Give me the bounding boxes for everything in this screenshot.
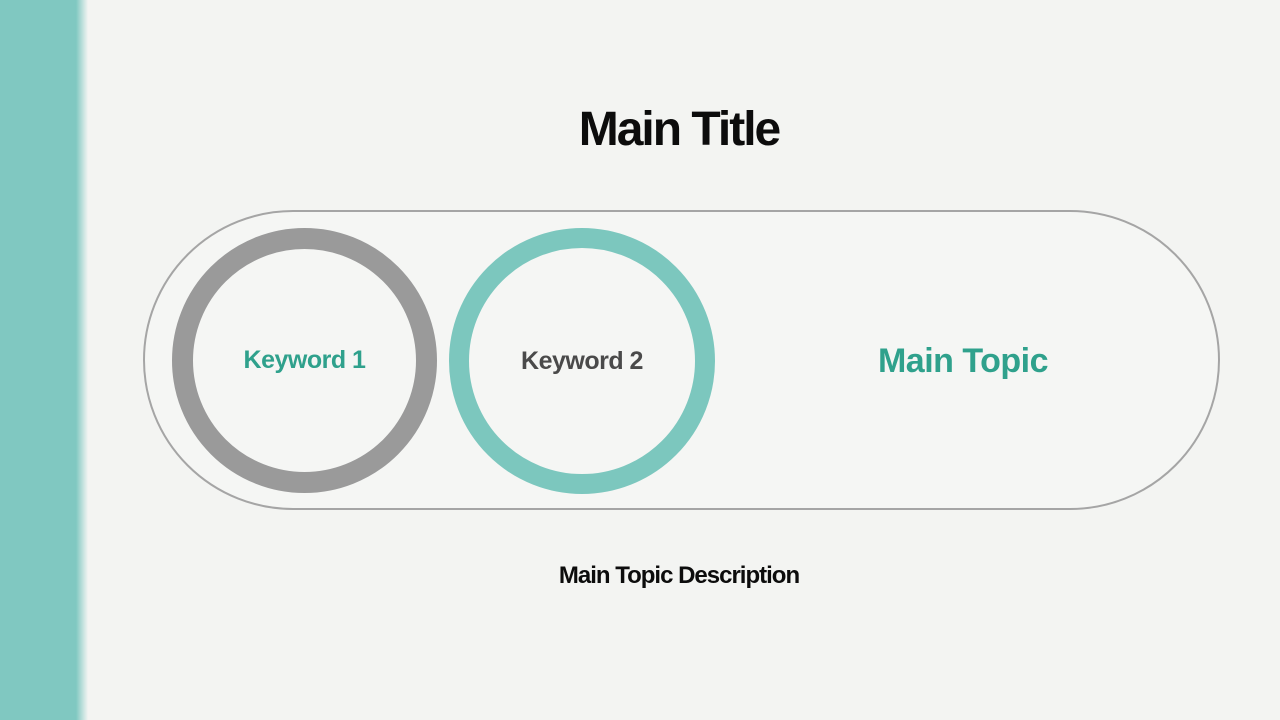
keyword-2-circle: Keyword 2 — [449, 228, 715, 494]
main-topic-label: Main Topic — [877, 342, 1049, 380]
sidebar-accent-bar — [0, 0, 88, 720]
keyword-2-label: Keyword 2 — [521, 346, 643, 375]
main-topic-description: Main Topic Description — [558, 562, 800, 589]
keyword-1-circle: Keyword 1 — [172, 228, 437, 493]
keyword-1-label: Keyword 1 — [243, 346, 366, 374]
page-title: Main Title — [578, 103, 781, 157]
